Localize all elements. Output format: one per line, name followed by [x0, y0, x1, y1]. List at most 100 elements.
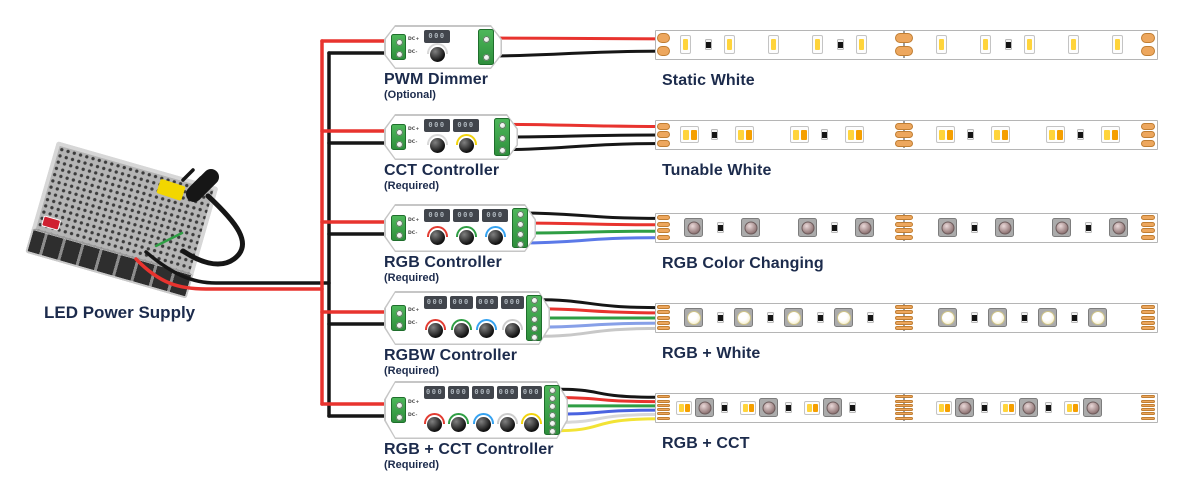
resistor — [717, 312, 724, 323]
seven-segment-display: 000 — [482, 209, 508, 222]
output-terminal-block — [526, 295, 542, 341]
output-terminal-block — [494, 118, 510, 156]
solder-pad — [657, 320, 670, 325]
resistor — [867, 312, 874, 323]
tunable-led-pair — [1046, 126, 1065, 143]
screw-terminal — [548, 420, 556, 427]
knob-cap — [458, 138, 474, 153]
solder-pad — [895, 234, 913, 240]
screw-terminal — [548, 428, 556, 436]
knob-cap — [429, 230, 445, 245]
input-label-negative: DC- — [408, 321, 418, 326]
solder-pad — [1141, 416, 1155, 420]
strip-cut-line — [903, 214, 905, 241]
white-led-chip — [724, 35, 735, 54]
rgbw-led-module — [1038, 308, 1057, 327]
white-led-chip — [856, 35, 867, 54]
screw-terminal — [395, 128, 403, 136]
solder-pad — [895, 399, 913, 403]
resistor — [717, 222, 724, 233]
input-label-negative: DC- — [408, 413, 418, 418]
rgbw-led-module — [834, 308, 853, 327]
solder-pad — [657, 131, 670, 138]
knob-cap — [479, 323, 495, 338]
solder-pad — [1141, 122, 1155, 130]
solder-pad — [1141, 131, 1155, 138]
resistor — [831, 222, 838, 233]
input-label-negative: DC- — [408, 231, 418, 236]
screw-terminal — [530, 324, 538, 332]
seven-segment-display: 000 — [448, 386, 470, 399]
solder-pad — [1141, 403, 1155, 407]
knob-cap — [505, 323, 521, 338]
adjust-knob — [455, 226, 477, 247]
input-label-positive: DC+ — [408, 400, 420, 405]
cct-led-pair — [1064, 401, 1080, 415]
solder-pad — [1141, 305, 1155, 310]
input-label-negative: DC- — [408, 50, 418, 55]
adjust-knob — [450, 319, 472, 340]
solder-pad — [657, 310, 670, 315]
rgb-led-module — [1083, 398, 1102, 417]
solder-pad — [895, 131, 913, 138]
solder-pad — [1141, 310, 1155, 315]
controller-label-pwm-dimmer: PWM Dimmer — [384, 71, 489, 88]
seven-segment-display: 000 — [424, 209, 450, 222]
strip-cut-line — [903, 394, 905, 421]
solder-pad — [657, 399, 670, 403]
solder-pad — [1141, 399, 1155, 403]
input-terminal-block — [391, 305, 406, 331]
resistor — [1021, 312, 1028, 323]
screw-terminal — [498, 134, 506, 142]
solder-pad — [895, 228, 913, 234]
input-label-positive: DC+ — [408, 37, 420, 42]
input-terminal-block — [391, 124, 406, 150]
knob-cap — [429, 47, 445, 62]
solder-pad — [1141, 45, 1155, 56]
solder-pad — [895, 310, 913, 315]
solder-pad — [657, 139, 670, 147]
controller-note-pwm-dimmer: (Optional) — [384, 89, 436, 101]
adjust-knob — [426, 43, 448, 64]
controller-label-rgb-cct: RGB + CCT Controller — [384, 441, 554, 458]
solder-pad — [657, 416, 670, 420]
knob-cap — [458, 230, 474, 245]
white-led-chip — [980, 35, 991, 54]
controller-note-rgb-cct: (Required) — [384, 459, 439, 471]
resistor — [721, 402, 728, 413]
screw-terminal — [548, 411, 556, 419]
knob-cap — [451, 417, 467, 432]
rgb-led-module — [1109, 218, 1128, 237]
solder-pad — [1141, 139, 1155, 147]
tunable-led-pair — [735, 126, 754, 143]
solder-pad — [657, 412, 670, 416]
screw-terminal — [482, 53, 490, 61]
input-label-positive: DC+ — [408, 218, 420, 223]
strip-label-rgb-cct: RGB + CCT — [662, 435, 750, 452]
seven-segment-display: 000 — [475, 296, 499, 309]
screw-terminal — [548, 403, 556, 411]
rgb-led-module — [759, 398, 778, 417]
adjust-knob — [448, 413, 470, 434]
resistor — [1085, 222, 1092, 233]
screw-terminal — [530, 297, 538, 305]
solder-pad — [1141, 215, 1155, 221]
solder-pad — [1141, 33, 1155, 44]
rgb-led-module — [695, 398, 714, 417]
rgbw-led-module — [988, 308, 1007, 327]
led-strip-rgbw — [655, 303, 1158, 333]
screw-terminal — [530, 315, 538, 323]
screw-terminal — [530, 333, 538, 341]
screw-terminal — [548, 395, 556, 402]
knob-cap — [475, 417, 491, 432]
resistor — [821, 129, 828, 140]
solder-pad — [657, 315, 670, 320]
solder-pad — [657, 234, 670, 240]
screw-terminal — [395, 321, 403, 329]
screw-terminal — [395, 140, 403, 148]
screw-terminal — [482, 35, 490, 43]
resistor — [1045, 402, 1052, 413]
solder-pad — [657, 33, 670, 44]
resistor — [767, 312, 774, 323]
